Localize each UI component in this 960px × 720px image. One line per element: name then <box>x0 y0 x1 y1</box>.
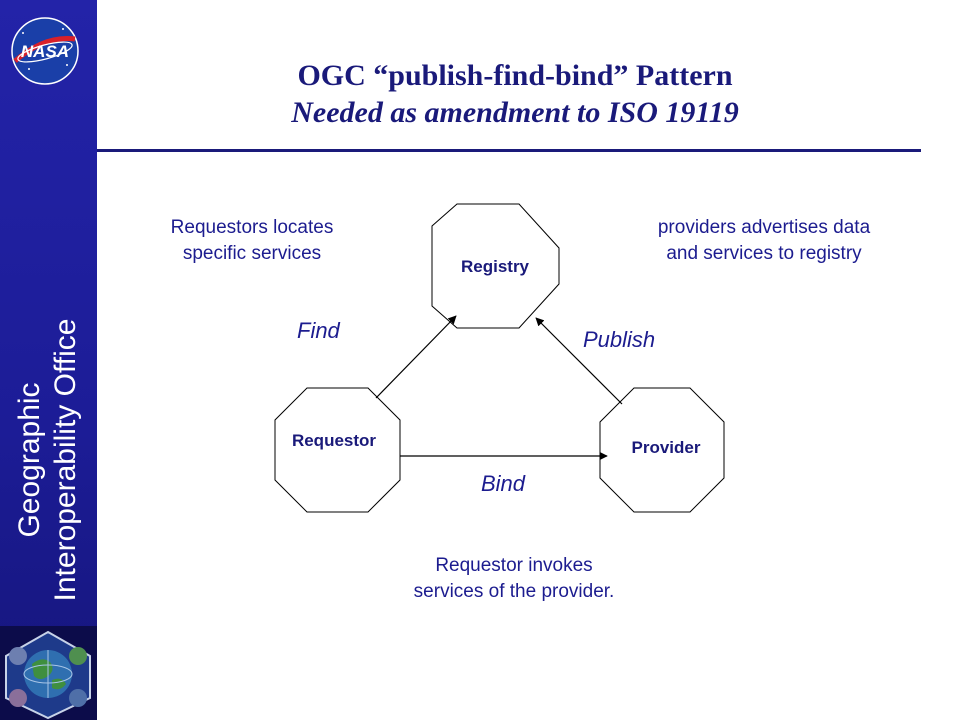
nasa-logo: NASA <box>11 17 79 85</box>
registry-label: Registry <box>460 257 530 276</box>
bind-note: Requestor invokes services of the provid… <box>368 553 660 605</box>
bind-note-line1: Requestor invokes <box>435 555 593 576</box>
publish-label: Publish <box>583 327 656 352</box>
title-line1: OGC “publish-find-bind” Pattern <box>297 59 733 92</box>
registry-node <box>431 203 560 329</box>
publish-note-line1: providers advertises data <box>657 217 871 238</box>
find-note-line2: specific services <box>182 243 322 264</box>
find-note: Requestors locates specific services <box>136 215 368 267</box>
bind-note-line2: services of the provider. <box>413 581 615 602</box>
slide-title: OGC “publish-find-bind” Pattern Needed a… <box>110 58 920 132</box>
nasa-logo-text: NASA <box>21 42 69 61</box>
bind-label: Bind <box>481 471 526 496</box>
provider-label: Provider <box>631 438 701 457</box>
requestor-label: Requestor <box>291 431 377 450</box>
publish-note: providers advertises data and services t… <box>608 215 920 267</box>
find-arrow <box>375 315 457 399</box>
title-rule <box>97 149 921 152</box>
title-line2: Needed as amendment to ISO 19119 <box>291 96 739 129</box>
provider-node <box>599 387 725 513</box>
publish-arrow <box>535 317 623 405</box>
globe-icon <box>0 626 97 720</box>
find-note-line1: Requestors locates <box>170 217 334 238</box>
find-label: Find <box>297 318 340 343</box>
requestor-node <box>274 387 401 513</box>
publish-note-line2: and services to registry <box>666 243 862 264</box>
sidebar: NASA Geographic Interoperability Office <box>0 0 97 720</box>
